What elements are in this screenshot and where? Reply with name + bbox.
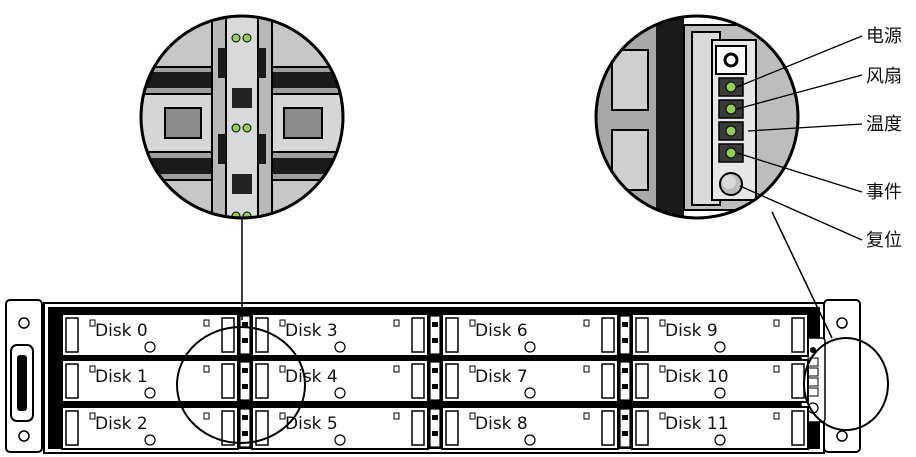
disk-label: Disk 3: [285, 321, 338, 341]
disk-label: Disk 6: [475, 321, 528, 341]
drive-bay[interactable]: Disk 9: [631, 313, 809, 357]
drive-latch-icon: [714, 387, 726, 399]
drive-bay[interactable]: Disk 7: [441, 359, 619, 403]
right-bottom-screw-icon: [836, 430, 848, 442]
bay-latch: [239, 361, 251, 401]
drive-latch-icon: [714, 434, 726, 446]
drive-latch-icon: [144, 341, 156, 353]
drive-latch-icon: [334, 434, 346, 446]
drive-bay[interactable]: Disk 3: [251, 313, 429, 357]
left-handle-slot: [17, 355, 27, 411]
temperature-leader-line: [747, 123, 863, 132]
bay-latch: [429, 315, 441, 355]
power-label: 电源: [866, 26, 902, 47]
right-top-screw-icon: [836, 317, 848, 329]
bay-latch: [619, 361, 631, 401]
disk-label: Disk 1: [95, 367, 148, 387]
left-bottom-screw-icon: [18, 430, 30, 442]
drive-latch-icon: [144, 434, 156, 446]
right-zoom-circle: [594, 14, 800, 220]
right-zoom-leader: [771, 211, 833, 339]
drive-bay[interactable]: Disk 5: [251, 406, 429, 450]
disk-label: Disk 2: [95, 414, 148, 434]
drive-bay[interactable]: Disk 11: [631, 406, 809, 450]
fan-leader-line: [736, 74, 863, 110]
event-leader-line: [736, 152, 863, 193]
drive-bay[interactable]: Disk 10: [631, 359, 809, 403]
event-label: 事件: [866, 182, 902, 203]
drive-bay[interactable]: Disk 2: [61, 406, 239, 450]
temperature-label: 温度: [866, 114, 902, 135]
drive-latch-icon: [524, 434, 536, 446]
drive-bay[interactable]: Disk 4: [251, 359, 429, 403]
right-focus-circle: [803, 337, 889, 431]
bay-latch: [429, 361, 441, 401]
drive-bay[interactable]: Disk 6: [441, 313, 619, 357]
power-leader-line: [736, 35, 863, 88]
bay-latch: [429, 408, 441, 448]
left-zoom-callout: [139, 14, 345, 444]
drive-bay[interactable]: Disk 1: [61, 359, 239, 403]
drive-bays: Disk 0 Disk 1 Disk 2 Disk 3 Disk 4 Disk 5 Disk…: [61, 313, 809, 450]
disk-label: Disk 5: [285, 414, 338, 434]
disk-label: Disk 4: [285, 367, 338, 387]
disk-label: Disk 10: [665, 367, 729, 387]
drive-latch-icon: [714, 341, 726, 353]
drive-bay[interactable]: Disk 8: [441, 406, 619, 450]
drive-latch-icon: [524, 341, 536, 353]
bay-latch: [619, 315, 631, 355]
disk-label: Disk 7: [475, 367, 528, 387]
drive-latch-icon: [334, 387, 346, 399]
right-zoom-callout: [594, 14, 889, 431]
reset-label: 复位: [866, 230, 902, 251]
reset-leader-line: [739, 185, 863, 241]
drive-latch-icon: [334, 341, 346, 353]
left-top-screw-icon: [18, 317, 30, 329]
bay-latch: [239, 408, 251, 448]
drive-latch-icon: [144, 387, 156, 399]
disk-label: Disk 11: [665, 414, 729, 434]
bay-latch: [619, 408, 631, 448]
left-focus-circle: [176, 326, 306, 444]
fan-label: 风扇: [866, 66, 902, 87]
drive-bay[interactable]: Disk 0: [61, 313, 239, 357]
disk-label: Disk 9: [665, 321, 718, 341]
disk-label: Disk 8: [475, 414, 528, 434]
led-callouts: 电源 风扇 温度 事件 复位: [736, 26, 902, 251]
drive-latch-icon: [524, 387, 536, 399]
disk-label: Disk 0: [95, 321, 148, 341]
bay-latch: [239, 315, 251, 355]
